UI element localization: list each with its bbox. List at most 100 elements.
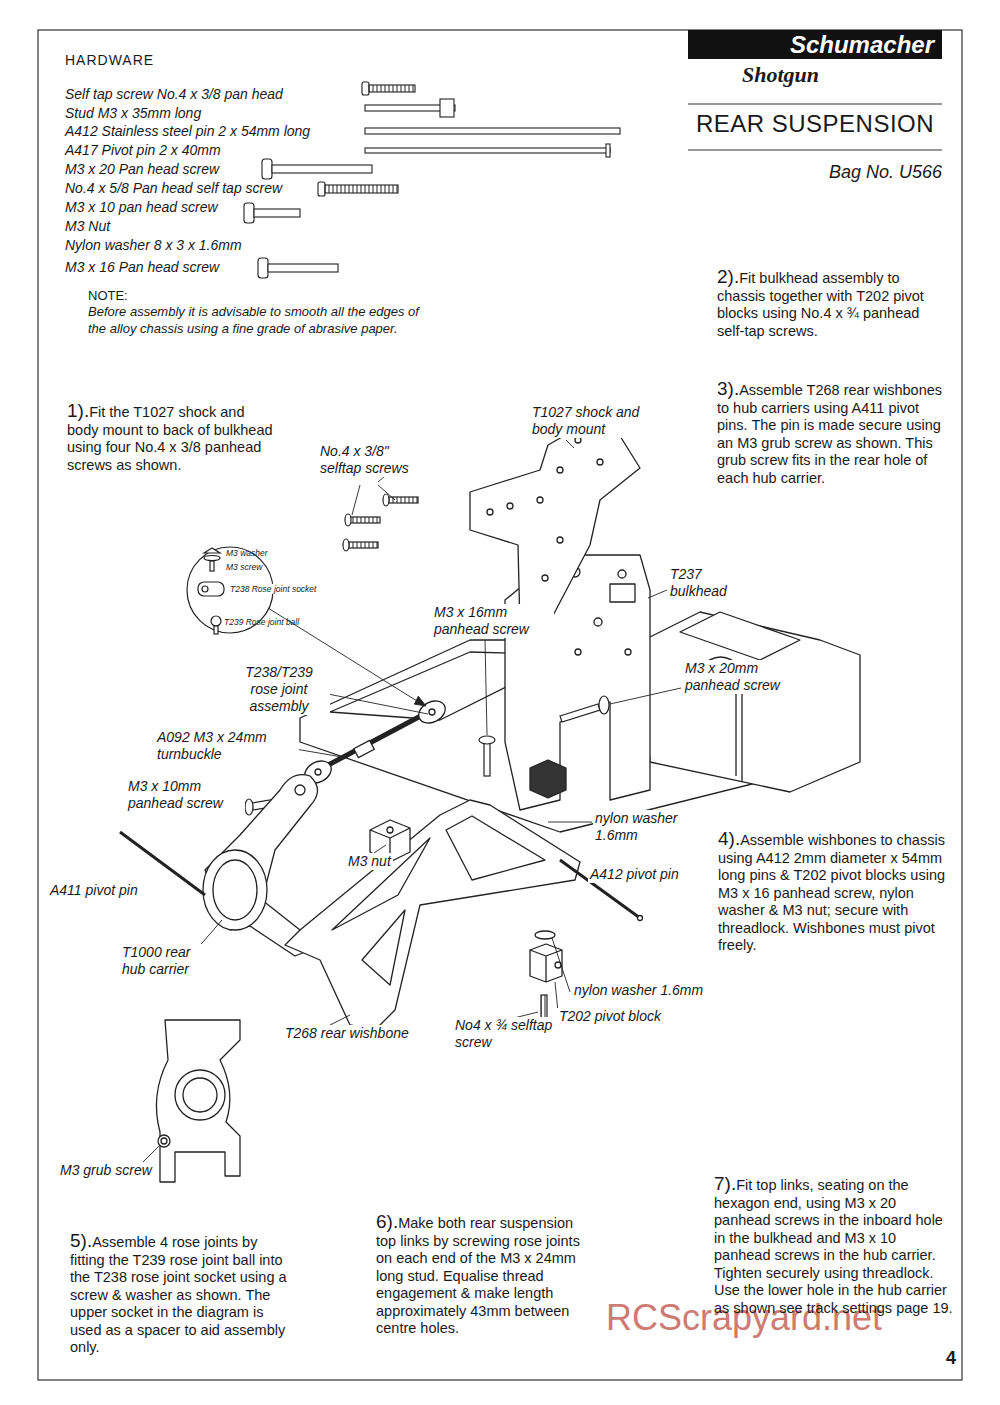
part-callout: A412 pivot pin — [588, 866, 681, 883]
note-heading: NOTE: — [88, 287, 128, 304]
screws — [343, 539, 349, 551]
hub-carrier-detail — [158, 1135, 170, 1147]
section-heading: HARDWARE — [65, 52, 154, 69]
parts-list-item: M3 x 16 Pan head screw — [65, 259, 219, 276]
leader-line — [352, 485, 360, 515]
hardware-icons — [244, 82, 620, 278]
part-callout: T237 bulkhead — [668, 566, 744, 600]
page-frame — [688, 103, 942, 104]
step-text: Assemble T268 rear wishbones to hub carr… — [717, 382, 942, 486]
hardware-icons — [318, 182, 325, 196]
leader-line — [485, 640, 487, 735]
hardware-icons — [606, 144, 610, 157]
model-logo: Shotgun — [742, 62, 819, 88]
leader-line — [548, 822, 592, 823]
logo-box: Schumacher — [688, 30, 942, 59]
step-instruction: 2).Fit bulkhead assembly to chassis toge… — [717, 268, 949, 340]
arrow-head — [414, 696, 426, 706]
leader-line — [378, 485, 395, 500]
parts-list-item: A417 Pivot pin 2 x 40mm — [65, 142, 221, 159]
step-text: Fit the T1027 shock and body mount to ba… — [67, 404, 273, 473]
step-instruction: 7).Fit top links, seating on the hexagon… — [714, 1175, 956, 1317]
screws — [484, 742, 490, 776]
chassis-drawing — [597, 459, 603, 465]
screws — [599, 696, 609, 714]
hardware-icons — [325, 185, 398, 193]
leader-line — [552, 938, 570, 992]
part-callout: M3 washer — [226, 548, 268, 558]
hardware-icons — [440, 99, 454, 117]
screws — [345, 514, 351, 526]
page-frame — [38, 30, 962, 1380]
part-callout: nylon washer 1.6mm — [593, 810, 695, 844]
suspension-drawing — [446, 816, 545, 880]
suspension-drawing — [315, 769, 321, 775]
part-callout: A092 M3 x 24mm turnbuckle — [155, 729, 299, 763]
parts-list-item: Stud M3 x 35mm long — [65, 105, 201, 122]
hardware-icons — [365, 148, 610, 153]
note-text: Before assembly it is advisable to smoot… — [88, 303, 433, 337]
leader-line — [648, 590, 667, 598]
inset-circle — [211, 616, 221, 626]
hub-carrier-detail — [183, 1078, 217, 1112]
parts-list-item: M3 Nut — [65, 218, 110, 235]
parts-list-item: M3 x 20 Pan head screw — [65, 161, 219, 178]
step-instruction: 6).Make both rear suspension top links b… — [376, 1213, 591, 1338]
step-number: 6). — [376, 1211, 398, 1232]
chassis-drawing — [618, 570, 626, 578]
hardware-icons — [365, 128, 620, 134]
parts-list-item: Self tap screw No.4 x 3/8 pan head — [65, 86, 283, 103]
chassis-drawing — [470, 420, 640, 628]
hardware-icons — [254, 209, 300, 217]
chassis-drawing — [640, 612, 860, 792]
part-callout: No.4 x 3/8" selftap screws — [318, 443, 428, 477]
part-callout: No4 x ¾ selftap screw — [453, 1017, 555, 1051]
step-instruction: 4).Assemble wishbones to chassis using A… — [718, 830, 950, 955]
leader-line — [566, 440, 574, 448]
step-text: Make both rear suspension top links by s… — [376, 1215, 580, 1336]
part-callout: T202 pivot block — [557, 1008, 663, 1025]
suspension-drawing — [295, 785, 305, 795]
screws — [350, 517, 380, 523]
chassis-drawing — [530, 760, 566, 798]
part-callout: T238/T239 rose joint assembly — [228, 664, 330, 715]
leader-line — [575, 870, 586, 880]
suspension-drawing — [120, 697, 643, 1030]
step-text: Assemble wishbones to chassis using A412… — [718, 832, 945, 953]
parts-list-item: No.4 x 5/8 Pan head self tap screw — [65, 180, 282, 197]
step-number: 5). — [70, 1230, 92, 1251]
page-title: REAR SUSPENSION — [688, 110, 942, 138]
part-callout: nylon washer 1.6mm — [572, 982, 705, 999]
hub-carrier-detail — [156, 1020, 240, 1182]
step-number: 7). — [714, 1173, 736, 1194]
parts-list-item: Nylon washer 8 x 3 x 1.6mm — [65, 237, 242, 254]
part-callout: M3 x 10mm panhead screw — [126, 778, 245, 812]
chassis-drawing — [487, 509, 493, 515]
page-number: 4 — [946, 1348, 956, 1370]
step-number: 1). — [67, 400, 89, 421]
inset-circle — [210, 561, 214, 571]
leader-line — [318, 692, 428, 714]
chassis-drawing — [537, 497, 543, 503]
part-callout: A411 pivot pin — [48, 882, 140, 899]
suspension-drawing — [315, 710, 432, 772]
suspension-drawing — [203, 850, 267, 930]
leader-line — [374, 845, 386, 853]
part-callout: M3 grub screw — [58, 1162, 154, 1179]
screws — [383, 494, 389, 506]
hardware-icons — [362, 82, 369, 95]
part-callout: M3 x 20mm panhead screw — [683, 660, 805, 694]
leader-line — [330, 1015, 350, 1025]
suspension-drawing — [354, 740, 375, 757]
parts-list-item: M3 x 10 pan head screw — [65, 199, 218, 216]
inset-circle — [204, 548, 220, 553]
step-text: Fit top links, seating on the hexagon en… — [714, 1177, 953, 1316]
suspension-drawing — [530, 944, 562, 982]
part-callout: M3 x 16mm panhead screw — [432, 604, 554, 638]
inset-circle — [214, 626, 218, 634]
inset-circle — [198, 582, 224, 596]
part-callout: T268 rear wishbone — [283, 1025, 411, 1042]
bag-number: Bag No. U566 — [742, 162, 942, 184]
suspension-drawing — [362, 910, 405, 985]
hardware-icons — [268, 264, 338, 272]
